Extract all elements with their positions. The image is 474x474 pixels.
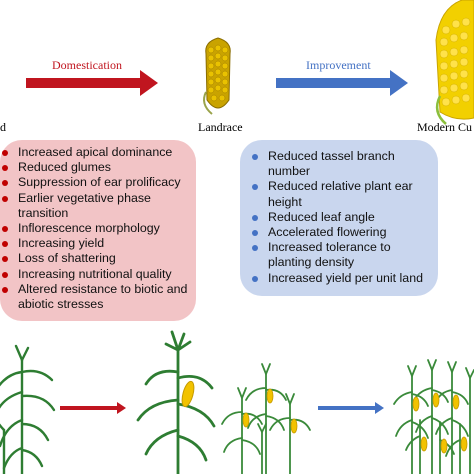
bullet-icon [252, 275, 258, 282]
bullet-icon [2, 150, 8, 156]
list-item: Reduced glumes [0, 160, 190, 175]
bullet-icon [2, 271, 8, 278]
bullet-icon [2, 195, 8, 202]
bullet-icon [2, 241, 8, 248]
modern-corn-cob-icon [435, 0, 474, 125]
bullet-icon [2, 165, 8, 172]
domestication-traits-box: Increased apical dominance Reduced glume… [0, 140, 196, 321]
list-item: Loss of shattering [0, 251, 190, 266]
bottom-improvement-arrow [318, 402, 384, 414]
bullet-icon [2, 226, 8, 233]
modern-field-icon [393, 359, 474, 474]
list-item: Increased tolerance to planting density [250, 240, 430, 270]
list-item: Altered resistance to biotic and abiotic… [0, 282, 190, 312]
bullet-icon [252, 154, 258, 160]
list-item: Reduced relative plant ear height [250, 179, 430, 209]
improvement-traits-box: Reduced tassel branch number Reduced rel… [240, 140, 438, 296]
list-item: Reduced leaf angle [250, 210, 430, 225]
improvement-arrow [276, 70, 408, 96]
list-item: Inflorescence morphology [0, 221, 190, 236]
bullet-icon [2, 256, 8, 263]
list-item: Increased yield per unit land [250, 271, 430, 286]
list-item: Increasing nutritional quality [0, 267, 190, 282]
landrace-stage-label: Landrace [198, 120, 243, 134]
improvement-traits-list: Reduced tassel branch number Reduced rel… [240, 140, 438, 286]
list-item: Increased apical dominance [0, 145, 190, 160]
domestication-arrow [26, 70, 158, 96]
bullet-icon [252, 184, 258, 191]
domestication-traits-list: Increased apical dominance Reduced glume… [0, 140, 196, 312]
list-item: Reduced tassel branch number [250, 149, 430, 179]
improvement-label: Improvement [306, 58, 371, 72]
list-item: Earlier vegetative phase transition [0, 191, 190, 221]
bullet-icon [2, 180, 8, 187]
teosinte-plant-icon [0, 344, 56, 474]
teosinte-stage-label: d [0, 120, 6, 134]
list-item: Suppression of ear prolificacy [0, 175, 190, 190]
landrace-plant-icon [136, 330, 216, 474]
list-item: Accelerated flowering [250, 225, 430, 240]
bullet-icon [252, 230, 258, 237]
modern-stage-label: Modern Cu [417, 120, 472, 134]
landrace-corn-cob-icon [203, 37, 231, 115]
bottom-domestication-arrow [60, 402, 126, 414]
bullet-icon [252, 245, 258, 252]
bullet-icon [252, 214, 258, 221]
landrace-field-icon [221, 363, 311, 474]
bullet-icon [2, 286, 8, 293]
domestication-label: Domestication [52, 58, 122, 72]
list-item: Increasing yield [0, 236, 190, 251]
